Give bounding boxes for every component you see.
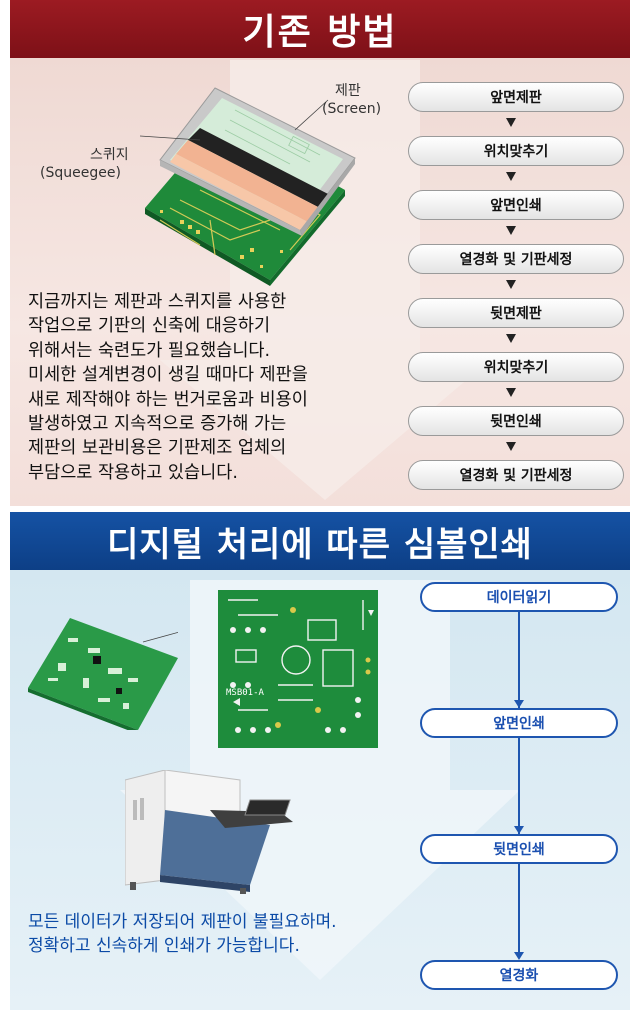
step-alignment: 위치맞추기 — [408, 136, 624, 166]
squeegee-label-ko: 스퀴지 — [90, 147, 129, 163]
pcb-closeup-image: MSB01-A — [218, 590, 378, 748]
pcb-part-label: MSB01-A — [226, 688, 265, 698]
step-front-print: 앞면인쇄 — [408, 190, 624, 220]
arrow-down-icon — [506, 226, 516, 235]
screen-label-en: (Screen) — [322, 101, 382, 117]
step-cure-clean: 열경화 및 기판세정 — [408, 244, 624, 274]
traditional-description: 지금까지는 제판과 스퀴지를 사용한 작업으로 기판의 신축에 대응하기 위해서… — [28, 292, 308, 483]
screen-printing-illustration — [140, 87, 356, 286]
flow-connector — [514, 612, 524, 960]
arrow-down-icon — [506, 118, 516, 127]
arrow-down-icon — [506, 388, 516, 397]
arrow-down-icon — [506, 172, 516, 181]
arrow-down-icon — [506, 280, 516, 289]
pcb-board-image — [28, 618, 178, 730]
digital-printer-image — [125, 770, 293, 894]
step-back-print: 뒷면인쇄 — [408, 406, 624, 436]
step-back-screen: 뒷면제판 — [408, 298, 624, 328]
step-alignment-2: 위치맞추기 — [408, 352, 624, 382]
squeegee-label-en: (Squeegee) — [40, 165, 121, 181]
digital-description: 모든 데이터가 저장되어 제판이 불필요하며. 정확하고 신속하게 인쇄가 가능… — [28, 912, 337, 956]
step-cure: 열경화 — [420, 960, 618, 990]
section2-title: 디지털 처리에 따른 심볼인쇄 — [10, 512, 630, 570]
arrow-down-icon — [506, 442, 516, 451]
step-data-read: 데이터읽기 — [420, 582, 618, 612]
step-cure-clean-2: 열경화 및 기판세정 — [408, 460, 624, 490]
section1-title: 기존 방법 — [10, 0, 630, 58]
screen-label-ko: 제판 — [335, 83, 361, 99]
step-front-print-digital: 앞면인쇄 — [420, 708, 618, 738]
step-front-screen: 앞면제판 — [408, 82, 624, 112]
arrow-down-icon — [506, 334, 516, 343]
step-back-print-digital: 뒷면인쇄 — [420, 834, 618, 864]
